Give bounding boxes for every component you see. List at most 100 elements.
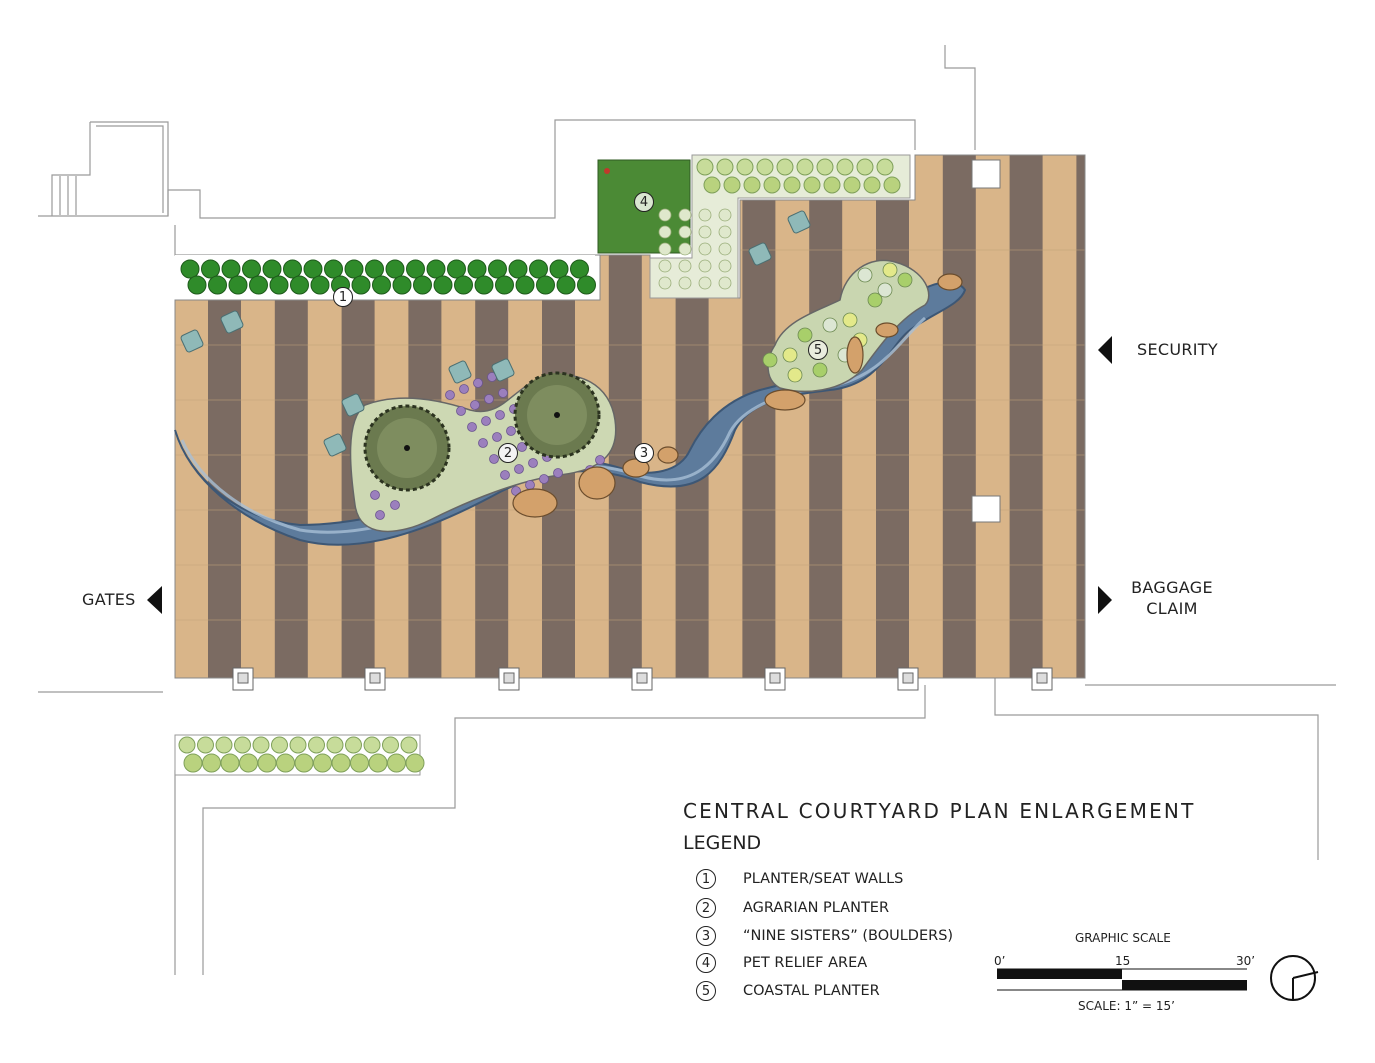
shrub [556,275,576,295]
grass-tuft [698,276,712,290]
shrub [242,259,261,279]
coastal-plant [897,272,913,288]
column-opening [971,159,1001,189]
shrub [187,275,207,295]
legend-label: “NINE SISTERS” (BOULDERS) [743,928,954,944]
chair [220,310,244,334]
purple-plant [489,454,499,464]
legend-number: 2 [696,898,716,918]
nine-sisters-boulders [512,273,963,518]
purple-plant [478,438,488,448]
shrub [372,275,391,295]
coastal-plant [787,367,803,383]
purple-plant [495,410,505,420]
coastal-plants [762,262,913,383]
seat-wall-marker-inner [636,672,648,684]
coastal-plant [822,317,838,333]
grass-tuft [863,176,881,194]
shrub [351,275,371,295]
shrub [392,275,412,295]
paving-band [809,155,843,678]
grass-tuft [387,753,406,773]
seat-wall-marker-inner [237,672,249,684]
chair [491,358,515,382]
callout-2: 2 [498,443,518,463]
security-label: SECURITY [1137,340,1218,359]
shrub [365,259,384,279]
shrub [529,259,548,279]
purple-plant [375,510,385,520]
grass-tuft [703,176,721,194]
callout-3-text: 3 [639,445,649,461]
grass-tuft [718,225,732,239]
shrub [426,259,446,279]
purple-plant [498,388,508,398]
grass-tuft [220,753,240,773]
callout-5: 5 [808,340,828,360]
purple-plant [473,378,483,388]
purple-plant [553,468,563,478]
grass-tuft [876,158,894,176]
shrub [221,259,241,279]
shrub [536,275,555,295]
grass-tuft [718,242,732,256]
grass-tuft [363,736,381,754]
legend-item: 4 PET RELIEF AREA [696,952,867,974]
coastal-plant [842,312,858,328]
purple-plant [492,432,502,442]
grass-tuft [405,753,425,773]
grass-tuft [368,753,388,773]
purple-plant [390,500,400,510]
paving-band [274,155,308,678]
legend-label: PET RELIEF AREA [743,955,868,971]
seat-wall-marker-inner [503,672,515,684]
shrub [406,259,425,279]
grass-tuft [678,242,692,256]
shrub [249,275,268,295]
chair [180,329,204,353]
paving-band [942,155,976,678]
grass-tuft [803,176,821,194]
shrub [283,259,302,279]
shade-tree [363,404,451,492]
paving-band [876,155,909,678]
paving-band [208,155,241,678]
grass-tuft [313,753,332,773]
boulder [937,273,963,291]
legend-item: 5 COASTAL PLANTER [696,980,880,1002]
building-outline [38,45,1336,975]
legend-label: COASTAL PLANTER [743,983,880,999]
scale-tick-0: 0’ [994,954,1006,968]
baggage-line-2: CLAIM [1146,599,1198,618]
shrub [290,275,309,295]
grass-tuft [400,736,418,754]
shrub [228,275,248,295]
baggage-line-1: BAGGAGE [1131,578,1213,597]
shrub [262,259,282,279]
legend-number: 4 [696,953,716,973]
purple-plant [595,455,605,465]
seat-wall-markers [232,667,1053,691]
north-arrow-icon [1270,955,1319,1001]
shrub [433,275,453,295]
grass-tuft [718,276,732,290]
paving-band [1076,155,1085,678]
legend-number: 3 [696,926,716,946]
grass-tuft [658,208,672,222]
pet-relief-lawn [597,159,691,254]
shrub [303,259,323,279]
boulder [875,322,899,338]
shrub [447,259,466,279]
callout-1-text: 1 [338,289,348,305]
coastal-plant [797,327,813,343]
shrub [454,275,473,295]
coastal-plant [812,362,828,378]
grass-tuft [698,259,712,273]
grass-tuft [698,208,712,222]
fire-hydrant-marker [604,168,610,174]
grass-tuft [743,176,761,194]
coastal-plant [877,282,893,298]
callout-4: 4 [634,192,654,212]
legend-number: 5 [696,981,716,1001]
